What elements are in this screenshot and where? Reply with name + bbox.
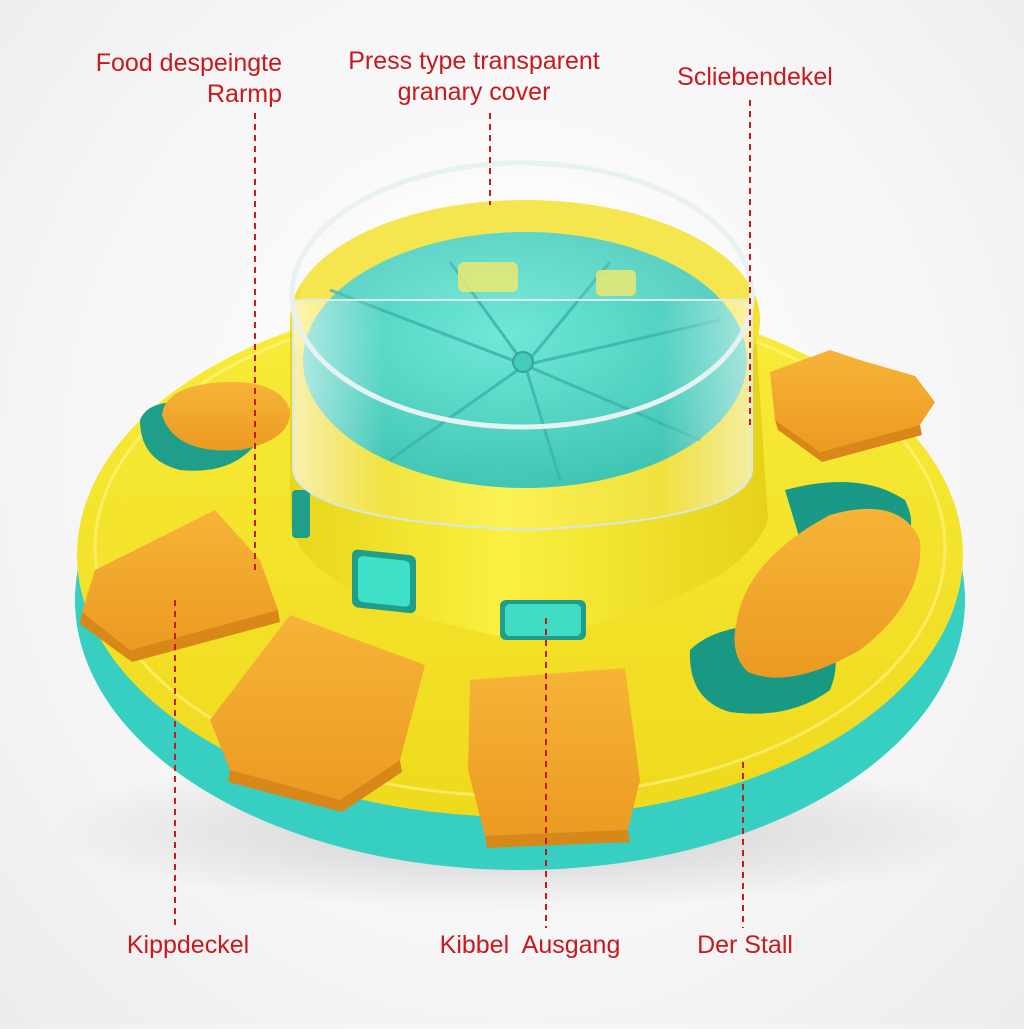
label-kibble-exit: Kibbel Ausgang <box>439 931 621 959</box>
label-stall: Der Stall <box>697 931 793 959</box>
label-food-ramp-line2: Rarmp <box>206 80 282 108</box>
tilt-lid-1 <box>82 510 278 650</box>
orange-pad-right <box>734 508 921 678</box>
tilt-lid-3 <box>468 668 640 836</box>
label-sliding-lid: Scliebendekel <box>677 63 833 91</box>
transparent-cover <box>292 299 753 532</box>
label-food-ramp-line1: Food despeingte <box>95 49 282 77</box>
label-press-cover-line1: Press type transparent <box>348 47 600 75</box>
sliding-lid <box>770 350 935 452</box>
label-press-cover-line2: granary cover <box>397 78 551 106</box>
tilt-lid-2 <box>210 615 425 800</box>
transparent-cover-rim <box>289 160 755 430</box>
label-food-ramp: Food despeingte Rarmp <box>60 48 282 110</box>
leader-lines <box>174 100 751 928</box>
kibble-exit-side <box>292 490 310 538</box>
label-tilt-lid: Kippdeckel <box>126 931 250 959</box>
orange-pad-upper-left <box>162 381 291 451</box>
label-press-cover: Press type transparent granary cover <box>304 46 644 108</box>
